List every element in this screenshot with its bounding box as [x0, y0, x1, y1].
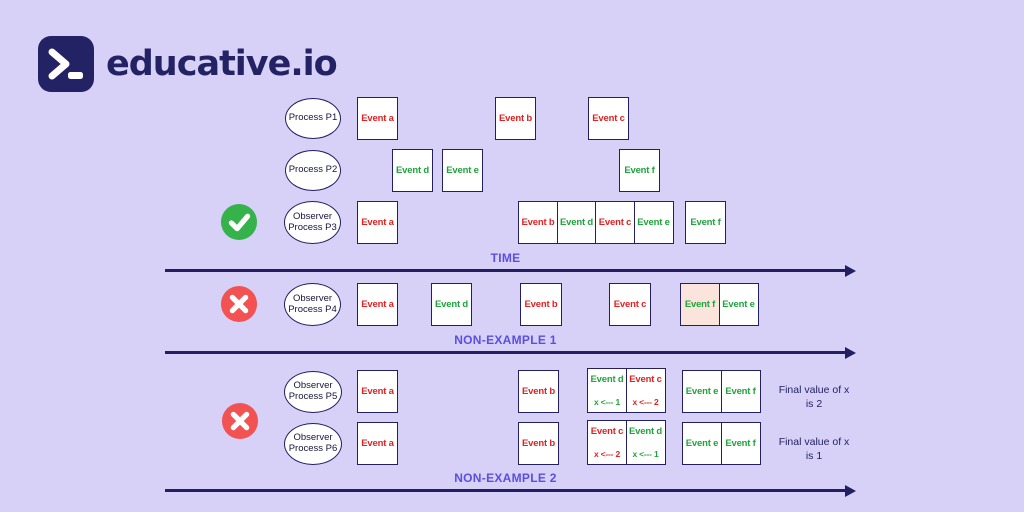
- non-example-2-arrow: [165, 484, 856, 497]
- event-label: Event d: [590, 374, 624, 385]
- event-box-p6-e: Event e: [682, 422, 722, 465]
- final-value-note-p5: Final value of x is 2: [766, 383, 862, 411]
- process-p4-label-line1: Observer: [292, 292, 333, 304]
- process-p6-ellipse: Observer Process P6: [284, 423, 342, 465]
- event-pair-p5-dc: Event d x <--- 1 Event c x <--- 2: [587, 368, 666, 413]
- process-p1-label: Process P1: [288, 112, 338, 124]
- event-box-p3-e: Event e: [633, 201, 674, 244]
- process-p6-label-line1: Observer: [293, 432, 333, 444]
- process-p5-label-line1: Observer: [293, 380, 333, 392]
- event-box-p3-d: Event d: [556, 201, 597, 244]
- logo-text: educative.io: [106, 44, 338, 84]
- check-icon: [220, 203, 258, 241]
- event-pair-p4-fe: Event f Event e: [680, 283, 759, 326]
- event-box-p5-e: Event e: [682, 370, 722, 413]
- event-box-p6-b: Event b: [518, 422, 559, 465]
- event-pair-p5-ef: Event e Event f: [682, 370, 761, 413]
- event-box-p1-b: Event b: [495, 97, 536, 140]
- time-axis: TIME: [165, 251, 856, 277]
- event-box-p5-f: Event f: [720, 370, 761, 413]
- process-p3-label-line2: Process P3: [288, 221, 337, 233]
- assignment-label: x <--- 1: [632, 449, 659, 459]
- cross-icon: [220, 285, 258, 323]
- event-box-p5-b: Event b: [518, 370, 559, 413]
- event-label: Event d: [629, 426, 662, 437]
- event-box-p6-d: Event d x <--- 1: [625, 420, 666, 465]
- process-p2-ellipse: Process P2: [285, 150, 341, 191]
- assignment-label: x <--- 1: [593, 397, 621, 407]
- process-p5-ellipse: Observer Process P5: [284, 371, 342, 413]
- process-p3-label-line1: Observer: [292, 210, 333, 222]
- event-box-p1-c: Event c: [588, 97, 629, 140]
- time-axis-arrow: [165, 264, 856, 277]
- process-p6-label-line2: Process P6: [288, 443, 338, 454]
- non-example-2-axis: NON-EXAMPLE 2: [165, 471, 856, 497]
- final-value-line2: is 2: [805, 398, 823, 411]
- process-p4-ellipse: Observer Process P4: [284, 283, 341, 326]
- process-p3-ellipse: Observer Process P3: [284, 201, 341, 244]
- event-box-p4-c: Event c: [609, 283, 651, 326]
- time-axis-label: TIME: [490, 251, 521, 265]
- event-box-p4-d: Event d: [431, 283, 472, 326]
- non-example-1-arrow: [165, 346, 856, 359]
- terminal-prompt-icon: [38, 36, 94, 92]
- event-box-p4-f-highlighted: Event f: [680, 283, 720, 326]
- event-box-p6-f: Event f: [720, 422, 761, 465]
- final-value-line2: is 1: [805, 450, 823, 463]
- assignment-label: x <--- 2: [632, 397, 659, 407]
- process-p5-label-line2: Process P5: [288, 391, 338, 402]
- cross-icon: [221, 402, 259, 440]
- process-p4-label-line2: Process P4: [288, 303, 337, 315]
- event-box-p5-a: Event a: [357, 370, 398, 413]
- non-example-1-label: NON-EXAMPLE 1: [454, 333, 557, 347]
- logo: educative.io: [38, 36, 338, 92]
- event-box-p3-b: Event b: [518, 201, 558, 244]
- process-p2-label: Process P2: [288, 164, 338, 176]
- non-example-2-label: NON-EXAMPLE 2: [454, 471, 557, 485]
- final-value-note-p6: Final value of x is 1: [766, 435, 862, 463]
- event-cluster-p3: Event b Event d Event c Event e: [518, 201, 674, 244]
- final-value-line1: Final value of x: [778, 384, 850, 396]
- event-box-p4-e: Event e: [718, 283, 759, 326]
- event-box-p3-f: Event f: [685, 201, 726, 244]
- event-box-p6-a: Event a: [357, 422, 398, 465]
- event-box-p3-c: Event c: [595, 201, 635, 244]
- event-box-p3-a: Event a: [357, 201, 398, 244]
- event-label: Event c: [590, 426, 624, 437]
- event-label: Event c: [629, 374, 662, 385]
- event-box-p2-e: Event e: [442, 149, 483, 192]
- event-box-p5-c: Event c x <--- 2: [625, 368, 666, 413]
- event-box-p6-c: Event c x <--- 2: [587, 420, 627, 465]
- process-p1-ellipse: Process P1: [285, 98, 341, 139]
- event-box-p4-b: Event b: [520, 283, 562, 326]
- non-example-1-axis: NON-EXAMPLE 1: [165, 333, 856, 359]
- assignment-label: x <--- 2: [593, 449, 621, 459]
- event-box-p2-d: Event d: [392, 149, 433, 192]
- event-pair-p6-ef: Event e Event f: [682, 422, 761, 465]
- event-box-p1-a: Event a: [357, 97, 398, 140]
- event-pair-p6-cd: Event c x <--- 2 Event d x <--- 1: [587, 420, 666, 465]
- event-box-p4-a: Event a: [357, 283, 398, 326]
- final-value-line1: Final value of x: [778, 436, 850, 448]
- event-box-p5-d: Event d x <--- 1: [587, 368, 627, 413]
- event-box-p2-f: Event f: [619, 149, 660, 192]
